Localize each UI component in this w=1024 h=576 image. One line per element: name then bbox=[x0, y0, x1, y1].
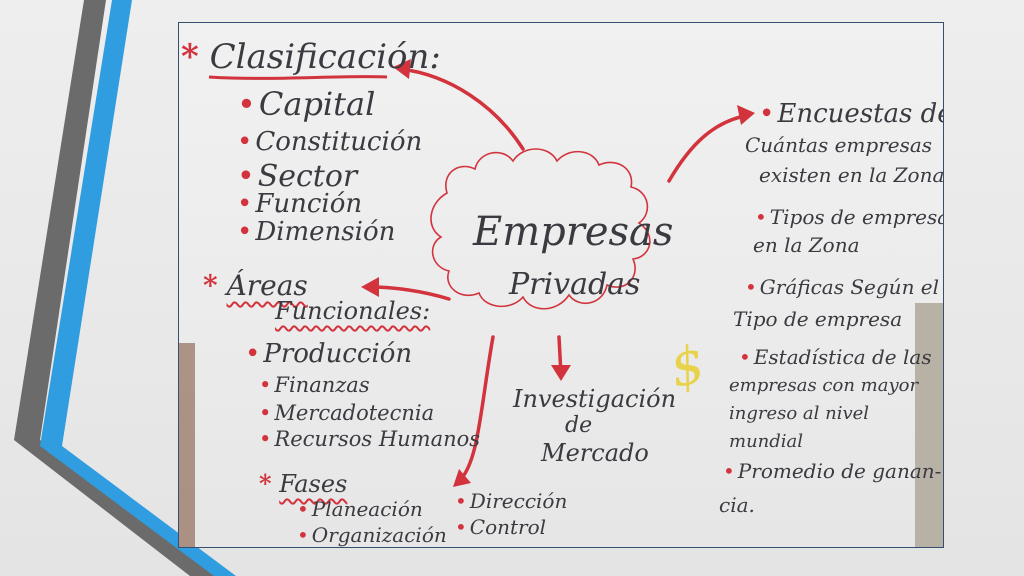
fases-item: Dirección bbox=[455, 489, 568, 513]
fases-item: Planeación bbox=[297, 497, 423, 521]
underline-clasificacion bbox=[208, 75, 388, 80]
right-item-2-line1: Tipos de empresa bbox=[755, 205, 943, 229]
right-item-5-line2: cia. bbox=[719, 493, 755, 517]
right-item-5-line1: Promedio de ganan- bbox=[723, 459, 942, 483]
right-item-1-line2: Cuántas empresas bbox=[745, 133, 933, 157]
blue-stripe bbox=[40, 0, 236, 576]
cloud-subtitle: Privadas bbox=[509, 267, 641, 302]
investigacion-line3: Mercado bbox=[541, 439, 649, 467]
photo-right-edge bbox=[915, 303, 943, 547]
right-item-2-line2: en la Zona bbox=[753, 233, 860, 257]
clasificacion-heading: * Clasificación: bbox=[181, 37, 441, 77]
gray-stripe bbox=[14, 0, 218, 576]
photo-left-edge bbox=[179, 343, 195, 547]
asterisk-icon: * bbox=[203, 269, 218, 302]
clasificacion-item: Capital bbox=[237, 85, 375, 123]
asterisk-icon: * bbox=[181, 37, 199, 77]
clasificacion-item: Función bbox=[237, 189, 362, 219]
arrow-to-clasificacion bbox=[399, 67, 525, 151]
arrow-to-encuestas bbox=[667, 113, 751, 183]
areas-heading-2: Funcionales: bbox=[275, 297, 431, 325]
cloud-shape bbox=[430, 148, 651, 310]
investigacion-line2: de bbox=[565, 413, 593, 438]
arrowhead-encuestas bbox=[737, 105, 755, 125]
arrowhead-fases bbox=[453, 469, 471, 487]
areas-item: Finanzas bbox=[259, 373, 369, 397]
fases-item: Control bbox=[455, 515, 546, 539]
right-item-1-line1: Encuestas de bbox=[759, 99, 943, 129]
arrowhead-areas bbox=[361, 277, 379, 297]
right-item-3-line2: Tipo de empresa bbox=[733, 307, 903, 331]
whiteboard-photo: * Clasificación: Capital Constitución Se… bbox=[178, 22, 944, 548]
cloud-title: Empresas bbox=[473, 209, 674, 255]
right-item-4-line3: ingreso al nivel bbox=[729, 403, 870, 424]
areas-heading: * Áreas bbox=[203, 269, 308, 302]
right-item-4-line4: mundial bbox=[729, 431, 804, 452]
investigacion-line1: Investigación bbox=[513, 385, 677, 413]
right-item-3-line1: Gráficas Según el bbox=[745, 275, 939, 299]
clasificacion-item: Constitución bbox=[237, 127, 422, 157]
mind-map-drawing bbox=[179, 59, 943, 547]
arrow-to-fases bbox=[457, 335, 495, 483]
areas-item: Mercadotecnia bbox=[259, 401, 434, 425]
fases-item: Organización bbox=[297, 523, 447, 547]
clasificacion-item: Dimensión bbox=[237, 217, 395, 247]
asterisk-icon: * bbox=[259, 469, 272, 498]
right-item-1-line3: existen en la Zona bbox=[759, 163, 944, 187]
areas-item: Producción bbox=[245, 339, 412, 369]
arrowhead-clasificacion bbox=[393, 59, 411, 79]
right-item-4-line2: empresas con mayor bbox=[729, 375, 919, 396]
arrowhead-investigacion bbox=[551, 365, 571, 381]
fases-heading: * Fases bbox=[259, 469, 348, 498]
areas-item: Recursos Humanos bbox=[259, 427, 480, 451]
right-item-4-line1: Estadística de las bbox=[739, 345, 932, 369]
